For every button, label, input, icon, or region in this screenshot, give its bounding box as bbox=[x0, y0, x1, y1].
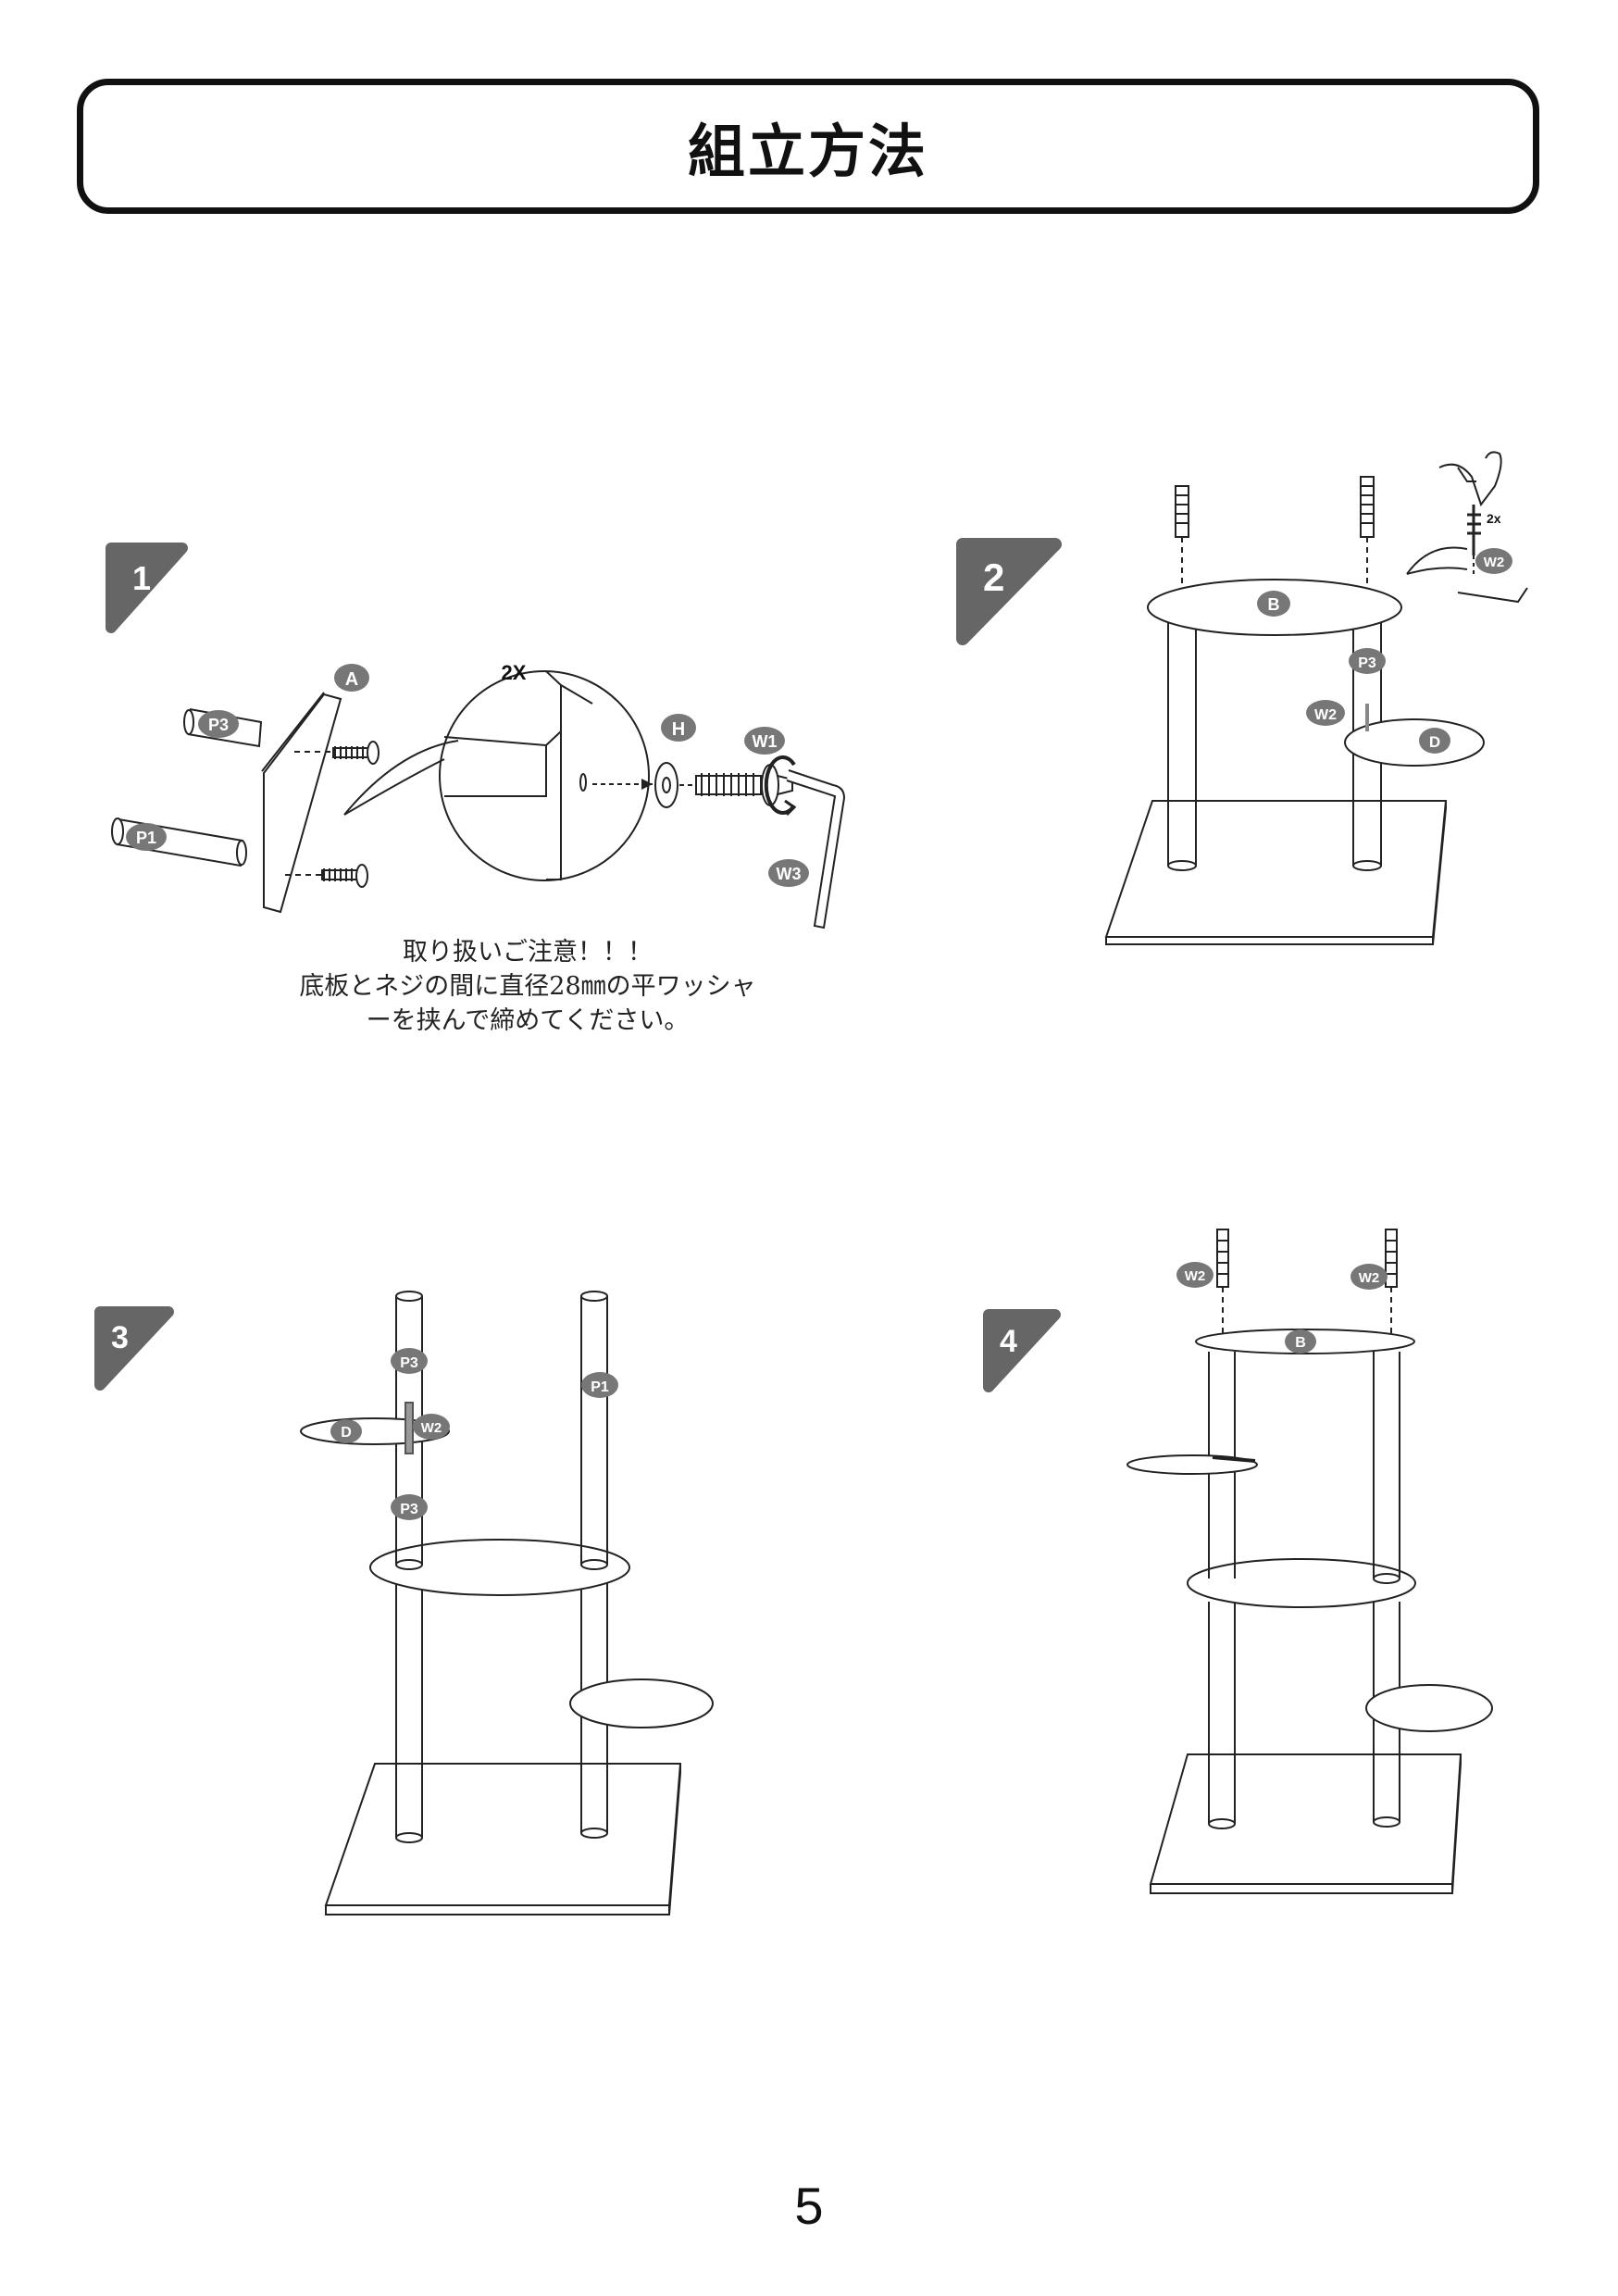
label-w2-right: W2 bbox=[1359, 1270, 1380, 1286]
step-1-labels: A P3 P1 2X H W1 W3 bbox=[126, 661, 809, 887]
step-2-diagram bbox=[1104, 451, 1528, 945]
label-d: D bbox=[1429, 733, 1440, 751]
label-w2: W2 bbox=[421, 1420, 442, 1436]
label-w3: W3 bbox=[777, 865, 802, 883]
step-1-badge: 1 bbox=[106, 543, 188, 633]
title-frame: 組立方法 bbox=[77, 79, 1539, 214]
screw-bottom bbox=[285, 864, 368, 888]
step-1-number: 1 bbox=[132, 559, 151, 597]
label-b: B bbox=[1295, 1335, 1306, 1351]
step-3-number: 3 bbox=[111, 1320, 129, 1355]
step-4-badge: 4 bbox=[983, 1309, 1061, 1392]
label-p3: P3 bbox=[1358, 655, 1376, 671]
step-4-labels: W2 W2 B bbox=[1176, 1262, 1388, 1354]
note-line-1: 取り扱いご注意！！！ bbox=[403, 938, 653, 967]
label-p1: P1 bbox=[591, 1379, 609, 1395]
step-4-number: 4 bbox=[1000, 1324, 1017, 1359]
label-p3-lower: P3 bbox=[400, 1502, 418, 1517]
note-line-3: ーを挟んで締めてください。 bbox=[366, 1006, 690, 1035]
quantity-2x: 2X bbox=[502, 661, 527, 684]
step-3-diagram bbox=[300, 1291, 714, 1915]
quantity-2x-small: 2x bbox=[1487, 511, 1501, 526]
label-w1: W1 bbox=[753, 732, 778, 751]
step-4-diagram bbox=[1126, 1229, 1493, 1894]
label-w2-left: W2 bbox=[1185, 1268, 1206, 1284]
page-title: 組立方法 bbox=[687, 118, 928, 185]
note-line-2: 底板とネジの間に直径28㎜の平ワッシャ bbox=[299, 972, 756, 1001]
label-w2: W2 bbox=[1314, 707, 1337, 723]
label-w2-callout: W2 bbox=[1484, 555, 1505, 570]
label-h: H bbox=[672, 719, 685, 740]
label-b: B bbox=[1268, 595, 1280, 614]
step-3-labels: P3 P1 D W2 P3 bbox=[330, 1348, 618, 1520]
assembly-caution-note: 取り扱いご注意！！！ 底板とネジの間に直径28㎜の平ワッシャ ーを挟んで締めてく… bbox=[231, 935, 824, 1038]
step-1-diagram bbox=[111, 670, 846, 930]
zoom-detail bbox=[343, 670, 653, 881]
step-2-number: 2 bbox=[983, 555, 1004, 599]
label-p3: P3 bbox=[208, 716, 229, 734]
bolt-w1 bbox=[695, 764, 793, 806]
step-2-labels: B P3 W2 D W2 2x bbox=[1257, 511, 1512, 754]
label-p3-upper: P3 bbox=[400, 1355, 418, 1371]
screw-top bbox=[294, 741, 380, 765]
label-a: A bbox=[345, 669, 358, 690]
label-d: D bbox=[341, 1425, 352, 1441]
page-number: 5 bbox=[794, 2177, 824, 2235]
label-p1: P1 bbox=[136, 829, 156, 847]
step-3-badge: 3 bbox=[94, 1306, 174, 1391]
step-2-badge: 2 bbox=[956, 538, 1062, 645]
